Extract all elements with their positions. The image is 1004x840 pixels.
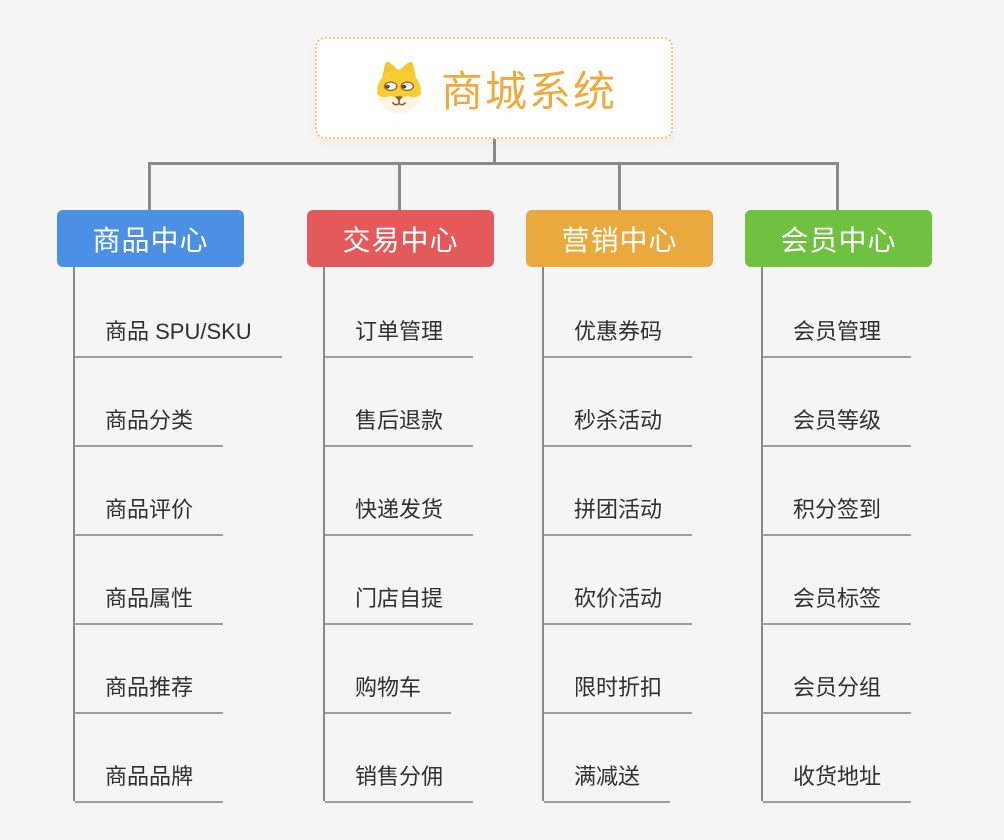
branch-node-trade-center[interactable]: 交易中心	[307, 210, 494, 267]
connector-drop-marketing	[618, 162, 621, 210]
connector-root-stem	[493, 139, 496, 163]
leaf-label: 销售分佣	[325, 759, 474, 803]
leaf-label: 订单管理	[325, 314, 474, 358]
leaf-label: 优惠券码	[544, 314, 693, 358]
leaf-label: 会员标签	[763, 581, 912, 625]
leaf-label: 门店自提	[325, 581, 474, 625]
shiba-dog-icon	[377, 61, 421, 114]
leaf-label: 商品属性	[75, 581, 224, 625]
leaf-node[interactable]: 商品评价	[75, 445, 287, 536]
leaf-label: 快递发货	[325, 492, 474, 536]
leaf-node[interactable]: 购物车	[325, 623, 537, 714]
leaf-label: 会员分组	[763, 670, 912, 714]
leaf-node[interactable]: 秒杀活动	[544, 356, 756, 447]
leaf-label: 会员管理	[763, 314, 912, 358]
leaf-node[interactable]: 会员标签	[763, 534, 975, 625]
root-node[interactable]: 商城系统	[315, 37, 673, 139]
leaf-node[interactable]: 商品推荐	[75, 623, 287, 714]
leaf-label: 商品 SPU/SKU	[75, 314, 282, 358]
branch-node-member-center[interactable]: 会员中心	[745, 210, 932, 267]
leaf-node[interactable]: 商品分类	[75, 356, 287, 447]
leaf-node[interactable]: 积分签到	[763, 445, 975, 536]
leaf-node[interactable]: 快递发货	[325, 445, 537, 536]
leaf-node[interactable]: 会员等级	[763, 356, 975, 447]
leaf-node[interactable]: 会员管理	[763, 267, 975, 358]
leaf-label: 砍价活动	[544, 581, 693, 625]
leaf-label: 收货地址	[763, 759, 912, 803]
leaf-label: 秒杀活动	[544, 403, 693, 447]
branch-children-marketing: 优惠券码 秒杀活动 拼团活动 砍价活动 限时折扣 满减送	[542, 267, 756, 803]
branch-member-center: 会员中心 会员管理 会员等级 积分签到 会员标签 会员分组 收货地址	[745, 210, 975, 803]
leaf-node[interactable]: 优惠券码	[544, 267, 756, 358]
connector-drop-trade	[398, 162, 401, 210]
leaf-label: 售后退款	[325, 403, 474, 447]
connector-horizontal-bar	[149, 162, 839, 165]
leaf-label: 会员等级	[763, 403, 912, 447]
branch-marketing-center: 营销中心 优惠券码 秒杀活动 拼团活动 砍价活动 限时折扣 满减送	[526, 210, 756, 803]
leaf-node[interactable]: 砍价活动	[544, 534, 756, 625]
leaf-node[interactable]: 售后退款	[325, 356, 537, 447]
leaf-node[interactable]: 订单管理	[325, 267, 537, 358]
leaf-node[interactable]: 满减送	[544, 712, 756, 803]
leaf-label: 商品推荐	[75, 670, 224, 714]
leaf-node[interactable]: 拼团活动	[544, 445, 756, 536]
leaf-node[interactable]: 商品品牌	[75, 712, 287, 803]
connector-drop-members	[836, 162, 839, 210]
branch-node-product-center[interactable]: 商品中心	[57, 210, 244, 267]
leaf-node[interactable]: 会员分组	[763, 623, 975, 714]
branch-children-member: 会员管理 会员等级 积分签到 会员标签 会员分组 收货地址	[761, 267, 975, 803]
branch-children-product: 商品 SPU/SKU 商品分类 商品评价 商品属性 商品推荐 商品品牌	[73, 267, 287, 803]
leaf-node[interactable]: 限时折扣	[544, 623, 756, 714]
leaf-node[interactable]: 商品 SPU/SKU	[75, 267, 287, 358]
root-title: 商城系统	[440, 67, 617, 115]
leaf-label: 商品分类	[75, 403, 224, 447]
leaf-label: 拼团活动	[544, 492, 693, 536]
leaf-label: 积分签到	[763, 492, 912, 536]
leaf-label: 商品评价	[75, 492, 224, 536]
leaf-node[interactable]: 销售分佣	[325, 712, 537, 803]
branch-product-center: 商品中心 商品 SPU/SKU 商品分类 商品评价 商品属性 商品推荐 商品品牌	[57, 210, 287, 803]
leaf-node[interactable]: 商品属性	[75, 534, 287, 625]
leaf-label: 商品品牌	[75, 759, 224, 803]
leaf-node[interactable]: 收货地址	[763, 712, 975, 803]
branch-node-marketing-center[interactable]: 营销中心	[526, 210, 713, 267]
leaf-label: 满减送	[544, 759, 671, 803]
branch-trade-center: 交易中心 订单管理 售后退款 快递发货 门店自提 购物车 销售分佣	[307, 210, 537, 803]
leaf-label: 购物车	[325, 670, 452, 714]
branch-children-trade: 订单管理 售后退款 快递发货 门店自提 购物车 销售分佣	[323, 267, 537, 803]
leaf-label: 限时折扣	[544, 670, 693, 714]
connector-drop-products	[148, 162, 151, 210]
leaf-node[interactable]: 门店自提	[325, 534, 537, 625]
